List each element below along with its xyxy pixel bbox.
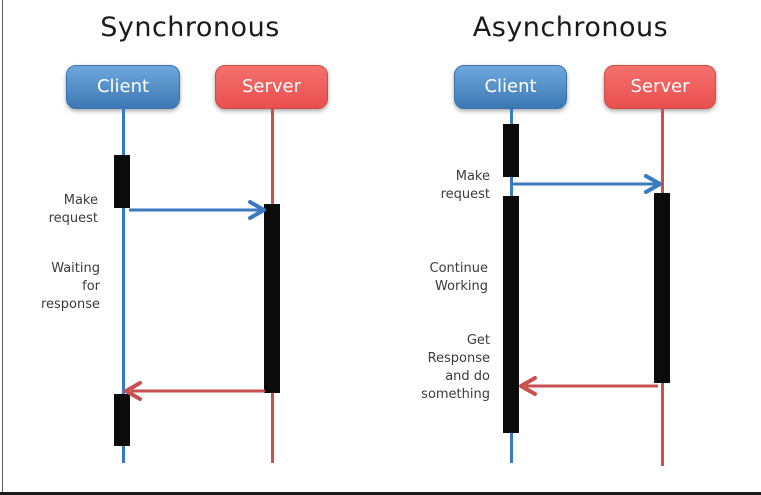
synchronous-title: Synchronous xyxy=(100,12,280,43)
sync-client-lifeline xyxy=(122,108,125,463)
bottom-border-line xyxy=(0,492,761,495)
sync-client-label: Client xyxy=(96,76,150,97)
sync-waiting-for-response-note: Waiting for response xyxy=(40,261,100,312)
async-continue-working-note: Continue Working xyxy=(429,261,488,294)
async-server-label: Server xyxy=(630,76,690,97)
async-get-response-note: Get Response and do something xyxy=(421,333,490,402)
async-client-activation-bar-2 xyxy=(503,196,519,433)
sync-response-arrow xyxy=(123,380,265,402)
async-server-actor-box: Server xyxy=(604,65,716,109)
arrow-head-left-icon xyxy=(519,376,537,396)
arrow-head-right-icon xyxy=(248,200,266,220)
arrow-head-left-icon xyxy=(124,381,142,401)
async-request-arrow xyxy=(511,173,663,195)
async-response-arrow xyxy=(518,375,658,397)
async-client-label: Client xyxy=(484,76,537,97)
asynchronous-title: Asynchronous xyxy=(472,12,669,43)
sync-client-activation-bar-2 xyxy=(114,394,130,446)
sync-client-actor-box: Client xyxy=(66,65,180,109)
left-border-line xyxy=(2,0,3,495)
sync-request-arrow xyxy=(129,199,267,221)
arrow-head-right-icon xyxy=(644,174,662,194)
sync-make-request-note: Make request xyxy=(48,193,98,226)
sync-server-label: Server xyxy=(241,76,302,97)
sync-client-activation-bar-1 xyxy=(114,155,130,208)
async-server-activation-bar xyxy=(654,193,670,383)
async-client-activation-bar-1 xyxy=(503,124,519,177)
sync-server-actor-box: Server xyxy=(215,65,328,109)
async-make-request-note: Make request xyxy=(440,169,490,202)
sync-server-activation-bar xyxy=(264,204,280,393)
async-client-actor-box: Client xyxy=(454,65,567,109)
